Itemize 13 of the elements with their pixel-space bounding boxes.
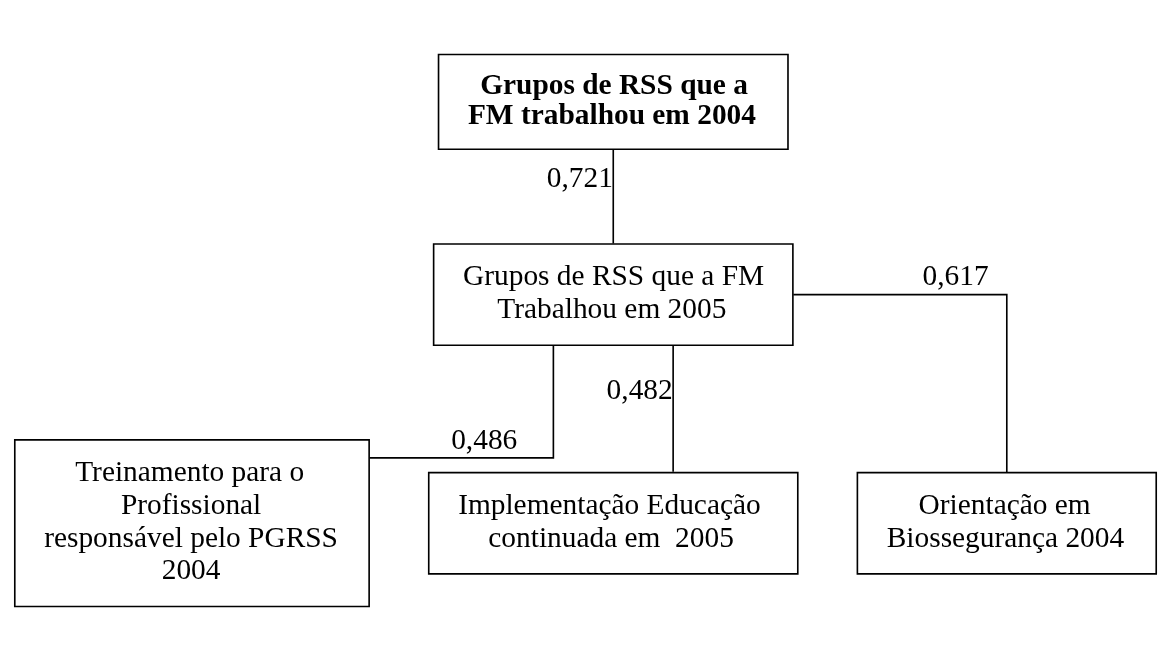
edge-label: 0,617 [922,258,989,291]
node-box: Orientação em Biossegurança 2004 [856,471,1158,575]
edge-label: 0,482 [606,372,673,405]
node-box: Implementação Educação continuada em 2005 [427,471,799,575]
edge-label: 0,486 [451,422,518,455]
connector [672,344,674,473]
connector [792,293,1008,473]
node-box: Grupos de RSS que a FM trabalhou em 2004 [437,53,789,150]
node-box: Treinamento para o Profissional responsável pelo PGRSS 2004 [13,438,370,607]
connector [368,344,555,459]
edge-label: 0,721 [546,160,613,193]
connector [612,148,615,244]
node-box: Grupos de RSS que a FM Trabalhou em 2005 [432,242,794,346]
